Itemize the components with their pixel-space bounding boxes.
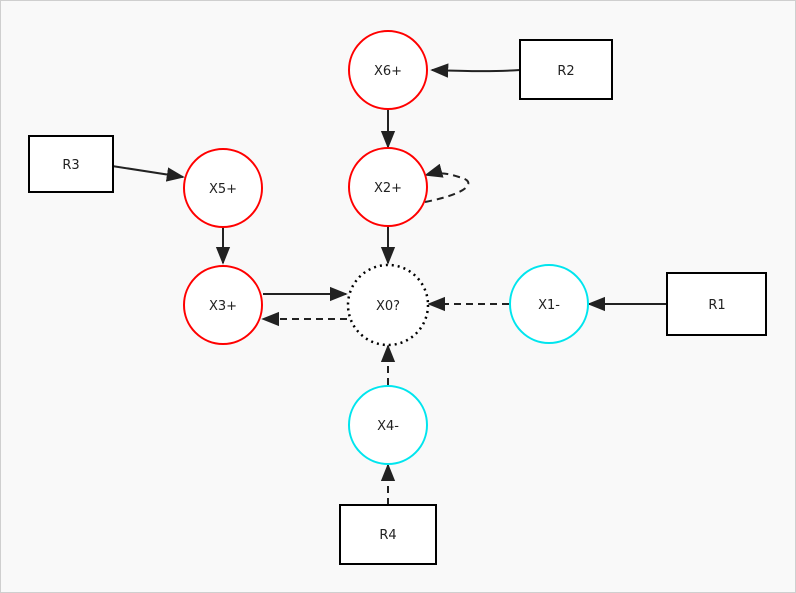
box-r2-label: R2	[557, 64, 574, 79]
node-x0-label: X0?	[376, 299, 400, 314]
node-x4[interactable]: X4-	[348, 385, 428, 465]
edge-x2-self-loop	[424, 163, 470, 203]
edge-r2-to-x6	[430, 63, 521, 78]
node-x4-label: X4-	[377, 419, 399, 434]
node-x2[interactable]: X2+	[348, 147, 428, 227]
box-r3-label: R3	[62, 158, 79, 173]
node-x1-label: X1-	[538, 298, 560, 313]
node-x2-label: X2+	[374, 181, 402, 196]
edge-r3-to-x5	[111, 165, 185, 182]
box-r2[interactable]: R2	[519, 39, 613, 100]
node-x0[interactable]: X0?	[346, 263, 430, 347]
node-x5-label: X5+	[209, 182, 237, 197]
node-x3[interactable]: X3+	[183, 265, 263, 345]
box-r4[interactable]: R4	[339, 504, 437, 565]
box-r4-label: R4	[379, 528, 396, 543]
node-x6[interactable]: X6+	[348, 30, 428, 110]
box-r1[interactable]: R1	[666, 272, 767, 336]
node-x6-label: X6+	[374, 64, 402, 79]
box-r3[interactable]: R3	[28, 135, 114, 193]
box-r1-label: R1	[708, 298, 725, 313]
node-x5[interactable]: X5+	[183, 148, 263, 228]
node-x3-label: X3+	[209, 299, 237, 314]
node-x1[interactable]: X1-	[509, 264, 589, 344]
